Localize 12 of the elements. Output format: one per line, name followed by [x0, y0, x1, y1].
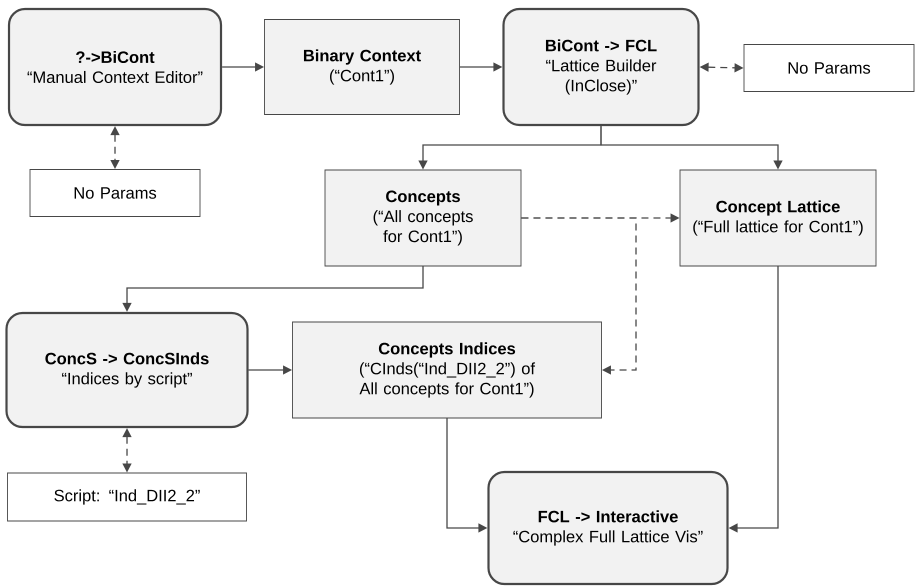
parameter-box: No Params — [744, 44, 914, 92]
data-box: Binary Context (“Cont1”) — [264, 19, 460, 115]
parameter-box: Script: “Ind_DII2_2” — [7, 472, 247, 522]
process-box: BiCont -> FCL “Lattice Builder (InClose)” — [502, 8, 700, 126]
process-box: ConcS -> ConcSInds “Indices by script” — [5, 312, 249, 428]
arrow — [521, 217, 637, 375]
process-box: ?->BiCont “Manual Context Editor” — [8, 8, 222, 126]
parameter-box: No Params — [30, 169, 200, 217]
data-box: Concept Lattice (“Full lattice for Cont1”) — [680, 170, 876, 266]
data-box: Concepts Indices (“CInds(“Ind_DII2_2”) of All concepts for Cont1”) — [292, 322, 602, 418]
data-box: Concepts (“All concepts for Cont1”) — [324, 170, 522, 266]
process-box: FCL -> Interactive “Complex Full Lattice Vis” — [487, 470, 729, 586]
